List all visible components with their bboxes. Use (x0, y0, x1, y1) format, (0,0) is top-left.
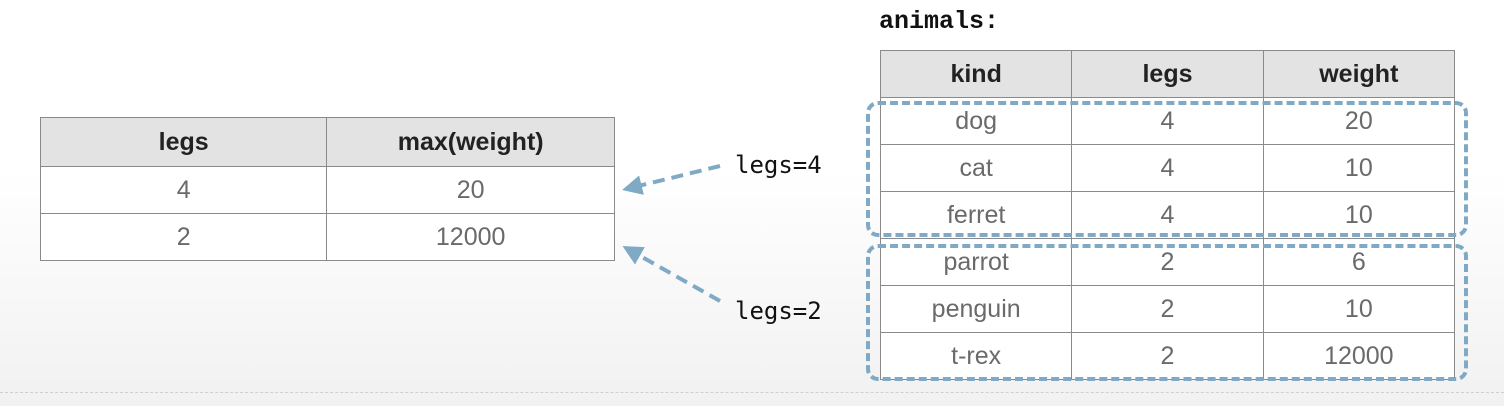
table-cell: 12000 (1262, 332, 1456, 380)
table-cell: 10 (1262, 285, 1456, 333)
table-cell: cat (879, 144, 1073, 192)
table-cell: 4 (1071, 191, 1264, 239)
animals-table-header-row: kind legs weight (879, 50, 1456, 98)
legs-4-group-label: legs=4 (735, 151, 822, 179)
table-cell: 12000 (326, 213, 615, 261)
table-cell: 20 (1262, 97, 1456, 145)
legs-4-arrow (622, 164, 721, 195)
table-cell: dog (879, 97, 1073, 145)
table-row: 2 12000 (39, 213, 615, 261)
animals-header-kind: kind (879, 50, 1073, 98)
table-cell: 2 (39, 213, 328, 261)
legs-2-group-label: legs=2 (735, 297, 822, 325)
table-cell: ferret (879, 191, 1073, 239)
legs-4-group-outline (866, 101, 1468, 237)
legs-2-group-outline (866, 244, 1468, 381)
table-row: cat 4 10 (879, 144, 1456, 192)
table-row: dog 4 20 (879, 97, 1456, 145)
bottom-divider (0, 392, 1504, 393)
table-cell: 20 (326, 166, 615, 214)
table-row: t-rex 2 12000 (879, 332, 1456, 380)
table-row: penguin 2 10 (879, 285, 1456, 333)
result-header-legs: legs (39, 117, 328, 167)
result-table: legs max(weight) 4 20 2 12000 (39, 117, 615, 261)
table-cell: 10 (1262, 191, 1456, 239)
animals-header-weight: weight (1262, 50, 1456, 98)
animals-header-legs: legs (1071, 50, 1264, 98)
animals-table: kind legs weight dog 4 20 cat 4 10 ferre… (879, 50, 1456, 380)
table-cell: 4 (1071, 144, 1264, 192)
legs-2-arrow (622, 246, 721, 303)
table-cell: 4 (39, 166, 328, 214)
table-cell: 2 (1071, 285, 1264, 333)
table-cell: penguin (879, 285, 1073, 333)
table-row: ferret 4 10 (879, 191, 1456, 239)
table-cell: 4 (1071, 97, 1264, 145)
table-row: 4 20 (39, 166, 615, 214)
animals-table-caption: animals: (879, 7, 1000, 36)
result-table-header-row: legs max(weight) (39, 117, 615, 167)
